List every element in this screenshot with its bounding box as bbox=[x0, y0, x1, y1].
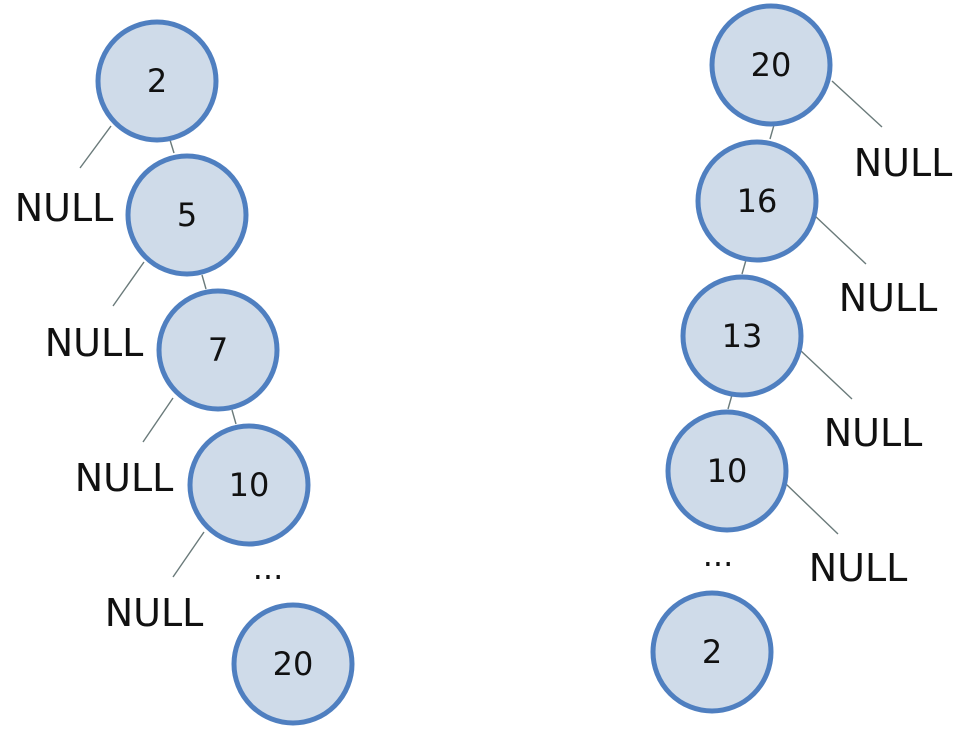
tree-node: 5 bbox=[125, 153, 249, 277]
null-label: NULL bbox=[75, 456, 174, 500]
right-tree: 20 16 13 10 2 NULL NULL NULL NULL ... bbox=[650, 3, 953, 714]
ellipsis: ... bbox=[703, 536, 734, 574]
null-edge bbox=[112, 261, 145, 307]
tree-node: 2 bbox=[650, 590, 774, 714]
null-label: NULL bbox=[839, 276, 938, 320]
node-value: 20 bbox=[273, 645, 314, 683]
tree-node: 20 bbox=[231, 602, 355, 726]
null-label: NULL bbox=[15, 186, 114, 230]
edge bbox=[201, 274, 207, 290]
edge bbox=[727, 394, 733, 410]
node-value: 16 bbox=[737, 182, 778, 220]
ellipsis: ... bbox=[253, 549, 284, 587]
left-tree: 2 5 7 10 20 NULL NULL NULL NULL ... bbox=[15, 19, 355, 726]
null-edge bbox=[799, 349, 853, 400]
edge bbox=[169, 139, 175, 154]
node-value: 2 bbox=[147, 62, 167, 100]
tree-node: 10 bbox=[187, 423, 311, 547]
node-value: 7 bbox=[208, 331, 228, 369]
edge bbox=[741, 259, 747, 275]
null-edge bbox=[813, 214, 867, 265]
node-value: 2 bbox=[702, 633, 722, 671]
null-label: NULL bbox=[824, 411, 923, 455]
null-label: NULL bbox=[105, 591, 204, 635]
tree-node: 20 bbox=[709, 3, 833, 127]
tree-node: 16 bbox=[695, 139, 819, 263]
tree-node: 10 bbox=[665, 409, 789, 533]
node-value: 20 bbox=[751, 46, 792, 84]
null-label: NULL bbox=[45, 321, 144, 365]
null-edge bbox=[142, 397, 174, 443]
tree-node: 2 bbox=[95, 19, 219, 143]
null-edge bbox=[785, 483, 839, 535]
null-label: NULL bbox=[809, 546, 908, 590]
node-value: 10 bbox=[707, 452, 748, 490]
edge bbox=[769, 124, 775, 140]
edge bbox=[231, 409, 237, 425]
null-edge bbox=[172, 531, 205, 578]
null-label: NULL bbox=[854, 141, 953, 185]
null-edge bbox=[831, 80, 883, 128]
null-edge bbox=[79, 125, 112, 169]
node-value: 10 bbox=[229, 466, 270, 504]
node-value: 5 bbox=[177, 196, 197, 234]
tree-node: 13 bbox=[680, 274, 804, 398]
tree-node: 7 bbox=[156, 288, 280, 412]
node-value: 13 bbox=[722, 317, 763, 355]
